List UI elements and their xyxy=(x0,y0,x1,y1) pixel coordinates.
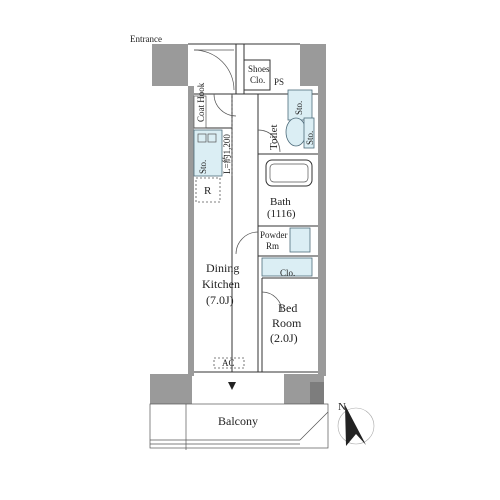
powder-room-label-1: Powder xyxy=(260,230,288,240)
toilet-fixture xyxy=(285,117,307,147)
closet-label: Clo. xyxy=(280,268,295,278)
ac-label: AC xyxy=(222,358,235,368)
storage-toilet-label: Sto. xyxy=(305,131,315,145)
shoes-closet-outline xyxy=(243,59,271,91)
ps-label: PS xyxy=(274,77,284,87)
storage-kitchen-label: Sto. xyxy=(198,160,208,174)
labels: Entrance Coat Hook L=約1,200 Shoes Clo. P… xyxy=(130,34,315,428)
sink-fixture xyxy=(289,227,311,253)
storage-top-label: Sto. xyxy=(294,101,304,115)
balcony-label: Balcony xyxy=(218,414,258,428)
bed-room-label-1: Bed xyxy=(278,301,297,315)
refrigerator-space xyxy=(195,177,221,203)
bathtub xyxy=(265,159,313,187)
toilet-storage-fixture xyxy=(303,117,315,149)
north-arrow-icon xyxy=(345,405,366,446)
bedroom-closet xyxy=(261,257,313,277)
coat-hook-label: Coat Hook xyxy=(196,82,206,122)
bath-label-2: (1116) xyxy=(267,208,296,220)
north-arrow: N xyxy=(337,401,375,446)
refrigerator-label: R xyxy=(204,185,212,197)
dining-kitchen-label-1: Dining xyxy=(206,261,239,275)
toilet-label: Toilet xyxy=(268,124,280,150)
bed-room-label-3: (2.0J) xyxy=(270,331,298,345)
coat-hook-area xyxy=(193,95,207,129)
ceiling-height-label: L=約1,200 xyxy=(221,134,232,174)
north-label: N xyxy=(338,401,346,413)
shoes-closet-label-1: Shoes xyxy=(248,64,270,74)
powder-room-label-2: Rm xyxy=(266,241,279,251)
entrance-label: Entrance xyxy=(130,34,162,44)
fixtures xyxy=(193,59,315,390)
bed-room-label-2: Room xyxy=(272,316,302,330)
structural-walls xyxy=(150,44,326,404)
dining-kitchen-label-3: (7.0J) xyxy=(206,293,234,307)
door-swings xyxy=(193,49,283,313)
shoes-closet-label-2: Clo. xyxy=(250,75,265,85)
interior-walls xyxy=(149,43,329,450)
dining-kitchen-label-2: Kitchen xyxy=(202,277,240,291)
bath-label-1: Bath xyxy=(270,196,291,208)
